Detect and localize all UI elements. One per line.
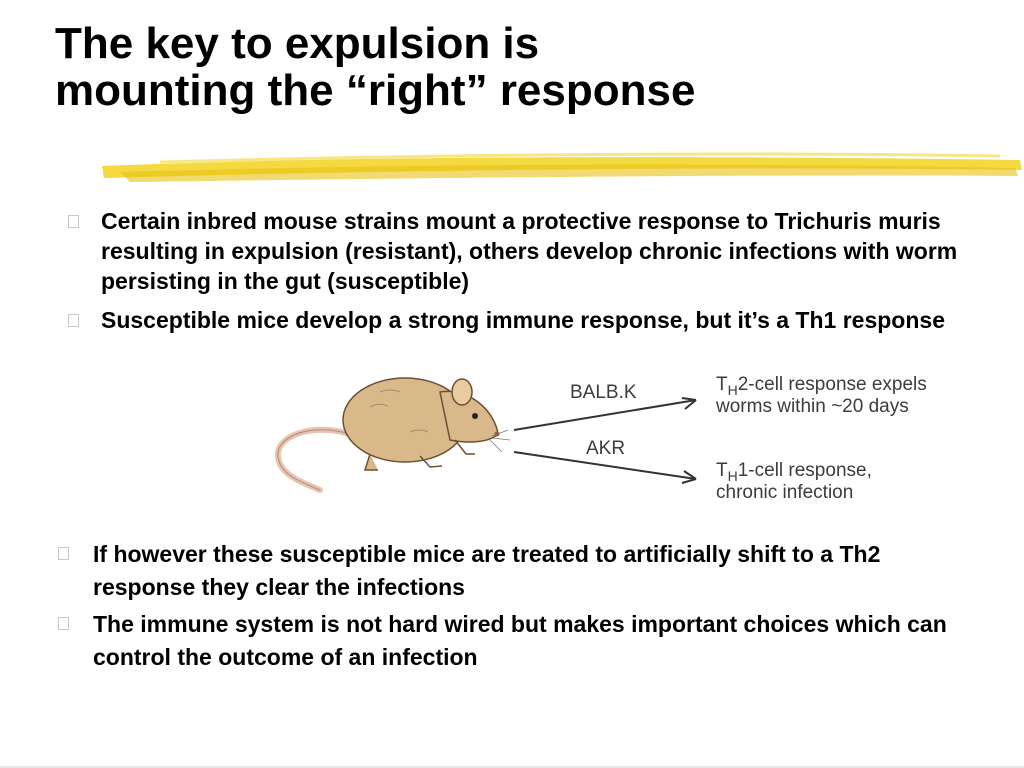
bullet-text: Susceptible mice develop a strong immune… bbox=[101, 307, 945, 333]
list-item: The immune system is not hard wired but … bbox=[58, 608, 988, 674]
h-subscript: H bbox=[727, 468, 738, 484]
strain-label-balbk: BALB.K bbox=[570, 382, 637, 403]
title-line-2: mounting the “right” response bbox=[55, 66, 696, 115]
highlighter-stroke bbox=[102, 152, 1022, 182]
outcome-2-line-2: chronic infection bbox=[716, 482, 854, 503]
t-letter: T bbox=[716, 460, 728, 481]
footer-divider bbox=[0, 766, 1024, 768]
outcome-1-line-2: worms within ~20 days bbox=[716, 396, 909, 417]
arrows-icon bbox=[513, 397, 697, 484]
outcome-2-line-1: 1-cell response, bbox=[737, 460, 872, 481]
bullet-text: If however these susceptible mice are tr… bbox=[93, 541, 881, 600]
t-letter: T bbox=[716, 374, 728, 395]
bullet-marker-icon bbox=[58, 617, 69, 630]
list-item: Susceptible mice develop a strong immune… bbox=[68, 305, 998, 335]
bullet-marker-icon bbox=[58, 547, 69, 560]
list-item: Certain inbred mouse strains mount a pro… bbox=[68, 206, 998, 296]
outcome-1: TH2-cell response expels worms within ~2… bbox=[716, 374, 927, 418]
bullet-list-bottom: If however these susceptible mice are tr… bbox=[58, 538, 988, 678]
list-item: If however these susceptible mice are tr… bbox=[58, 538, 988, 604]
outcome-2: TH1-cell response, chronic infection bbox=[716, 460, 872, 504]
slide-title: The key to expulsion is mounting the “ri… bbox=[55, 20, 955, 114]
mouse-strain-figure: BALB.K AKR TH2-cell response expels worm… bbox=[270, 362, 970, 512]
title-line-1: The key to expulsion is bbox=[55, 19, 540, 68]
strain-label-akr: AKR bbox=[586, 438, 626, 459]
bullet-text: Certain inbred mouse strains mount a pro… bbox=[101, 208, 958, 294]
bullet-list-top: Certain inbred mouse strains mount a pro… bbox=[68, 206, 998, 344]
bullet-text: The immune system is not hard wired but … bbox=[93, 611, 947, 670]
outcome-1-line-1: 2-cell response expels bbox=[737, 374, 927, 395]
mouse-illustration-icon bbox=[274, 377, 511, 493]
bullet-marker-icon bbox=[68, 215, 79, 228]
bullet-marker-icon bbox=[68, 314, 79, 327]
h-subscript: H bbox=[727, 382, 738, 398]
